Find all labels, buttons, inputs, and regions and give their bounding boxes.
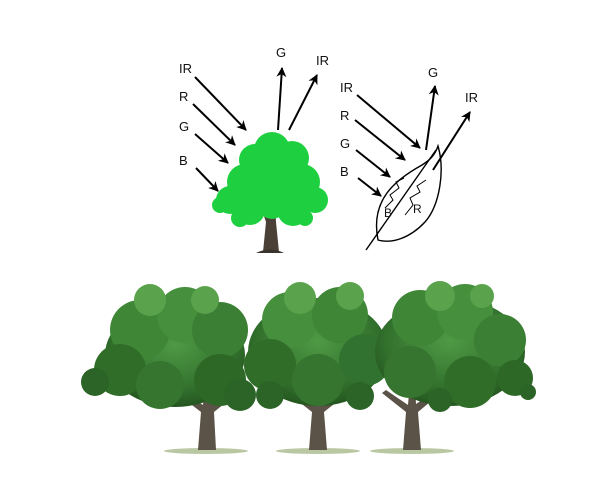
tree-reflectance-group: IR R G B G IR bbox=[179, 45, 329, 253]
tree-incoming-g-label: G bbox=[179, 119, 189, 134]
tree-row bbox=[81, 281, 536, 454]
canopy-right bbox=[375, 281, 536, 412]
leaf-absorbed-r-label: R bbox=[413, 202, 422, 216]
leaf-outline bbox=[375, 143, 442, 242]
leaf-incoming-ir-label: IR bbox=[340, 80, 353, 95]
tree-incoming-r-arrow bbox=[192, 103, 236, 146]
ground-shadow-right bbox=[370, 448, 454, 454]
leaf-incoming-g-label: G bbox=[340, 136, 350, 151]
leaf-outgoing-ir-arrow bbox=[432, 111, 471, 171]
tree-incoming-ir-label: IR bbox=[179, 61, 192, 76]
tree-outgoing-g-label: G bbox=[276, 45, 286, 60]
leaf-incoming-r-label: R bbox=[340, 108, 349, 123]
tree-incoming-b-label: B bbox=[179, 153, 188, 168]
leaf-incoming-b-label: B bbox=[340, 164, 349, 179]
leaf-incoming-b-arrow bbox=[357, 177, 382, 197]
tree-incoming-b-arrow bbox=[195, 167, 219, 192]
leaf-incoming-r-arrow bbox=[354, 119, 406, 161]
canopy-middle bbox=[244, 282, 391, 410]
leaf-outgoing-ir-label: IR bbox=[465, 90, 478, 105]
tree-incoming-r-label: R bbox=[179, 89, 188, 104]
leaf-absorbed-b-label: B bbox=[384, 206, 392, 220]
leaf-reflectance-group: IR R G B G IR B R bbox=[340, 65, 478, 251]
leaf-midrib bbox=[365, 149, 437, 251]
leaf-vein-left bbox=[384, 177, 405, 209]
small-tree-canopy bbox=[212, 132, 328, 227]
canopy-left bbox=[81, 284, 256, 411]
ground-shadow-middle bbox=[276, 448, 360, 454]
leaf-outgoing-g-arrow bbox=[425, 85, 439, 151]
tree-incoming-g-arrow bbox=[194, 133, 229, 164]
tree-outgoing-ir-arrow bbox=[288, 74, 318, 131]
leaf-vein-right bbox=[404, 179, 427, 216]
tree-outgoing-g-arrow bbox=[276, 67, 287, 131]
small-tree-roots bbox=[256, 249, 284, 253]
leaf-incoming-g-arrow bbox=[355, 149, 391, 178]
tree-outgoing-ir-label: IR bbox=[316, 53, 329, 68]
ground-shadow-left bbox=[164, 448, 248, 454]
leaf-incoming-ir-arrow bbox=[356, 94, 421, 149]
tree-incoming-ir-arrow bbox=[194, 76, 247, 131]
leaf-outgoing-g-label: G bbox=[428, 65, 438, 80]
